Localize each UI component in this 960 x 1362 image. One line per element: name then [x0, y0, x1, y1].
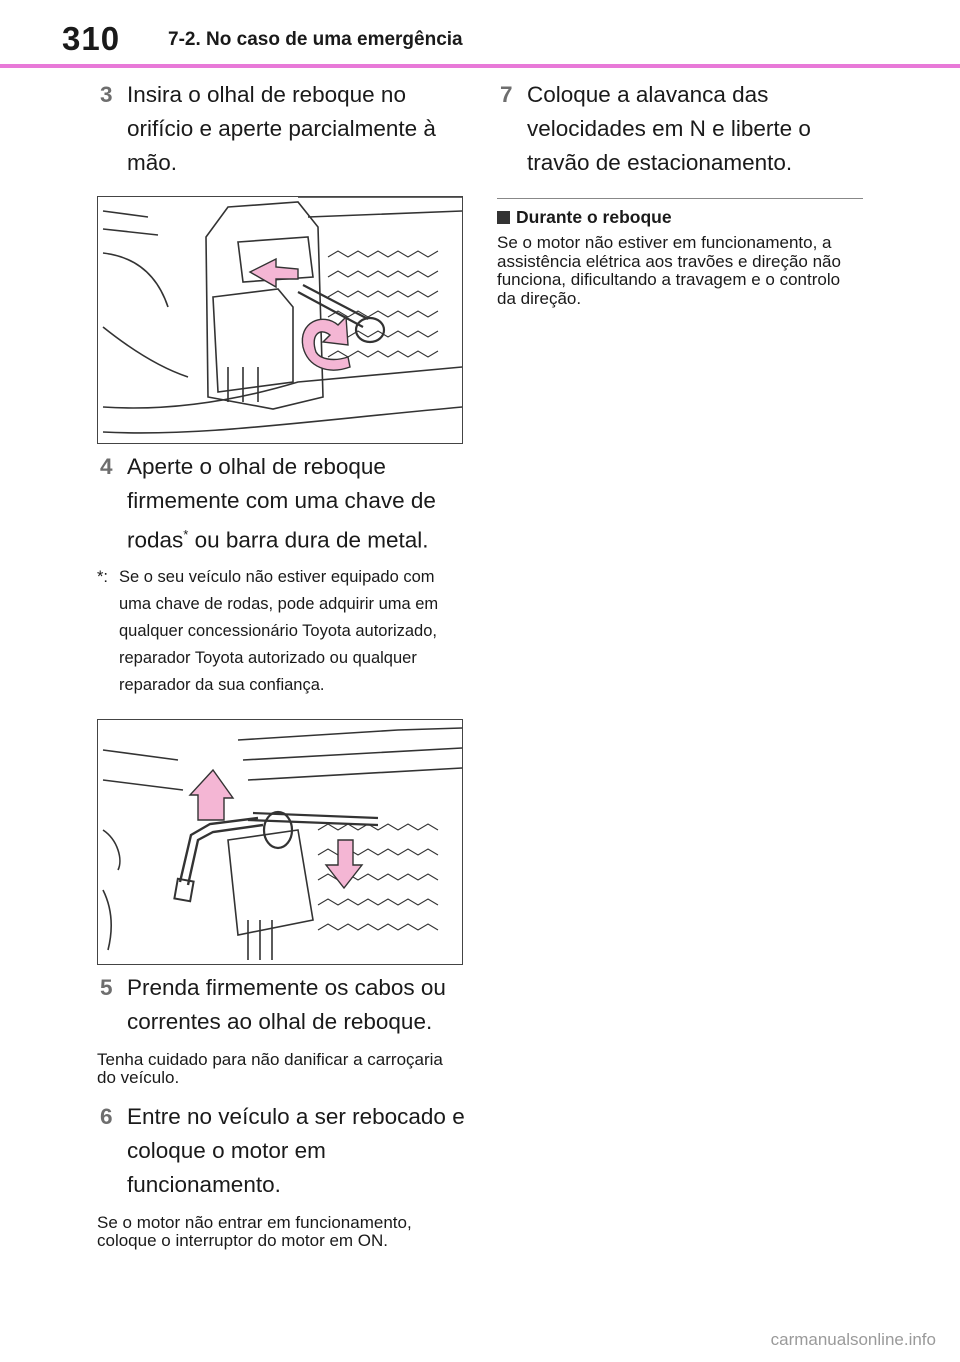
step-6: 6 Entre no veículo a ser rebocado e colo…	[97, 1100, 465, 1202]
step-number: 6	[100, 1103, 113, 1129]
step-7: 7 Coloque a alavanca das velocidades em …	[497, 78, 859, 180]
step-4: 4 Aperte o olhal de reboque firmemente c…	[97, 450, 465, 558]
section-title: 7-2. No caso de uma emergência	[168, 29, 463, 50]
step-text: Coloque a alavanca das velocidades em N …	[527, 82, 811, 175]
step-text: Entre no veículo a ser rebocado e coloqu…	[127, 1103, 465, 1197]
watermark: carmanualsonline.info	[770, 1330, 936, 1349]
subsection-heading: Durante o reboque	[497, 207, 863, 228]
left-column: 3 Insira o olhal de reboque no orifício …	[97, 78, 465, 1251]
page-header: 310 7-2. No caso de uma emergência	[0, 0, 960, 70]
subsection-title: Durante o reboque	[516, 207, 672, 227]
right-column: 7 Coloque a alavanca das velocidades em …	[497, 78, 863, 308]
step-number: 7	[500, 82, 513, 107]
footnote: *: Se o seu veículo não estiver equipado…	[97, 564, 462, 699]
footnote-ref: *	[183, 527, 189, 542]
step-text-part: Aperte o olhal de reboque firmemente com…	[127, 454, 436, 553]
page-number: 310	[62, 20, 121, 57]
step-text: Aperte o olhal de reboque firmemente com…	[127, 450, 465, 558]
step-3: 3 Insira o olhal de reboque no orifício …	[97, 78, 457, 180]
step-number: 5	[100, 974, 113, 1000]
step-text: Prenda firmemente os cabos ou correntes …	[127, 974, 446, 1034]
footnote-text: Se o seu veículo não estiver equipado co…	[119, 567, 439, 694]
step-text: Insira o olhal de reboque no orifício e …	[127, 82, 436, 175]
step-number: 3	[100, 82, 113, 107]
section-divider	[497, 198, 863, 199]
step-number: 4	[100, 454, 113, 479]
square-bullet-icon	[497, 211, 510, 224]
step-text-part: ou barra dura de metal.	[188, 527, 429, 553]
subsection-body: Se o motor não estiver em funcionamento,…	[497, 233, 841, 308]
footnote-mark: *:	[97, 567, 109, 586]
figure-insert-towing-eye	[97, 196, 463, 444]
step-5: 5 Prenda firmemente os cabos ou corrente…	[97, 971, 465, 1039]
step-6-note: Se o motor não entrar em funcionamento, …	[97, 1212, 412, 1250]
header-divider	[0, 64, 960, 68]
figure-tighten-with-wrench	[97, 718, 463, 965]
step-5-note: Tenha cuidado para não danificar a carro…	[97, 1049, 443, 1087]
